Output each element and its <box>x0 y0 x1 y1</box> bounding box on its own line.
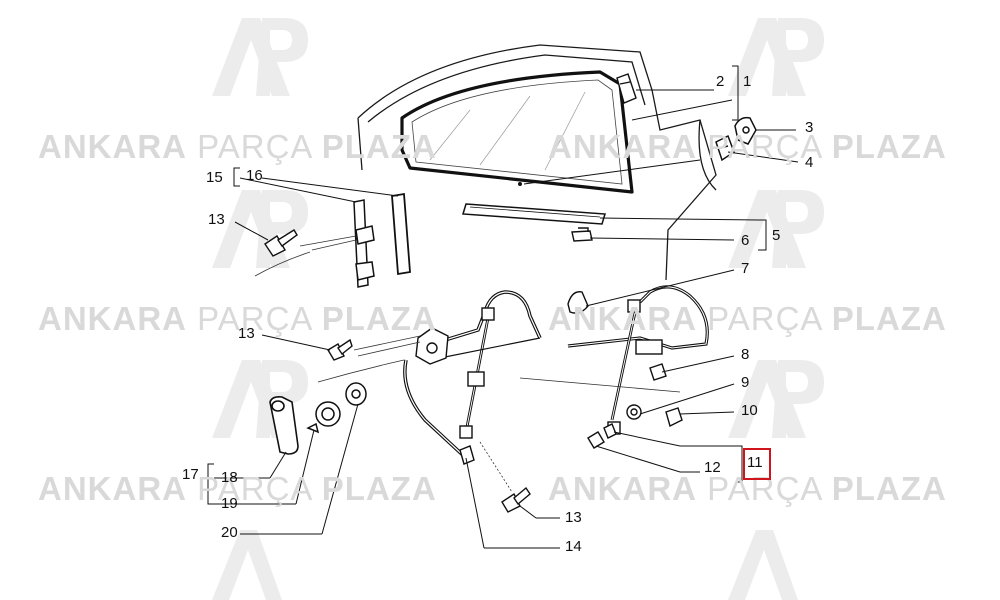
regulator-motor-right <box>607 299 663 435</box>
leader-line <box>317 359 405 383</box>
glass-clip-part-2 <box>616 73 637 104</box>
ap-logo <box>728 360 824 438</box>
window-rail-part-5 <box>462 203 606 225</box>
door-frame <box>357 44 717 281</box>
guide-channel-part-16 <box>391 192 411 276</box>
callout-20: 20 <box>221 524 238 541</box>
callout-4: 4 <box>805 154 814 171</box>
callout-2: 2 <box>716 73 725 90</box>
watermark-row: ANKARA PARÇA PLAZA ANKARA PARÇA PLAZA <box>0 128 1000 168</box>
highlight-box-part-11 <box>743 448 771 480</box>
guide-channel-part-15 <box>353 199 375 288</box>
watermark-text: ANKARA PARÇA PLAZA <box>548 128 947 165</box>
watermark-text: ANKARA PARÇA PLAZA <box>548 470 947 507</box>
callout-14: 14 <box>565 538 582 555</box>
bolt-part-13-top <box>264 229 298 257</box>
leader-line <box>299 235 357 251</box>
callout-10: 10 <box>741 402 758 419</box>
callout-13-bottom: 13 <box>565 509 582 526</box>
watermark-text: ANKARA PARÇA PLAZA <box>38 128 437 165</box>
rail-clip-part-6 <box>571 227 593 242</box>
callout-1: 1 <box>743 73 752 90</box>
leader-line <box>353 335 421 357</box>
callout-8: 8 <box>741 346 750 363</box>
callout-12: 12 <box>704 459 721 476</box>
bracket-part-4 <box>715 134 735 162</box>
escutcheon-part-19 <box>306 401 341 434</box>
window-crank-handle-part-18 <box>269 396 299 455</box>
fastener-part-12 <box>587 423 617 449</box>
ap-logo <box>212 190 308 268</box>
ap-logo <box>728 530 798 600</box>
watermark-row: ANKARA PARÇA PLAZA ANKARA PARÇA PLAZA <box>0 300 1000 340</box>
callout-13-middle: 13 <box>238 325 255 342</box>
callout-3: 3 <box>805 119 814 136</box>
watermark-row: ANKARA PARÇA PLAZA ANKARA PARÇA PLAZA <box>0 470 1000 510</box>
leader-line <box>479 441 513 493</box>
callout-17: 17 <box>182 466 199 483</box>
ap-logo <box>212 18 308 96</box>
callout-13-top: 13 <box>208 211 225 228</box>
bolt-part-13-middle <box>327 338 353 361</box>
callout-9: 9 <box>741 374 750 391</box>
callout-7: 7 <box>741 260 750 277</box>
ap-logo <box>728 18 824 96</box>
callout-19: 19 <box>221 495 238 512</box>
bracket-part-3 <box>734 116 757 145</box>
regulator-motor-left <box>415 307 495 465</box>
spacer-part-20 <box>345 382 367 406</box>
clip-part-10 <box>665 407 683 428</box>
callout-16: 16 <box>246 167 263 184</box>
callout-6: 6 <box>741 232 750 249</box>
ap-logo <box>212 530 282 600</box>
callout-18: 18 <box>221 469 238 486</box>
watermark-text: ANKARA PARÇA PLAZA <box>38 470 437 507</box>
callout-15: 15 <box>206 169 223 186</box>
callout-11: 11 <box>747 454 763 471</box>
callout-leaders <box>207 65 799 549</box>
watermark-text: ANKARA PARÇA PLAZA <box>38 300 437 337</box>
leader-line <box>254 251 311 277</box>
door-glass <box>400 70 634 194</box>
ap-logo <box>728 190 824 268</box>
leader-line <box>519 377 681 393</box>
callout-5: 5 <box>772 227 781 244</box>
nut-part-8 <box>649 363 667 381</box>
watermark-text: ANKARA PARÇA PLAZA <box>548 300 947 337</box>
washer-part-9 <box>626 404 642 420</box>
